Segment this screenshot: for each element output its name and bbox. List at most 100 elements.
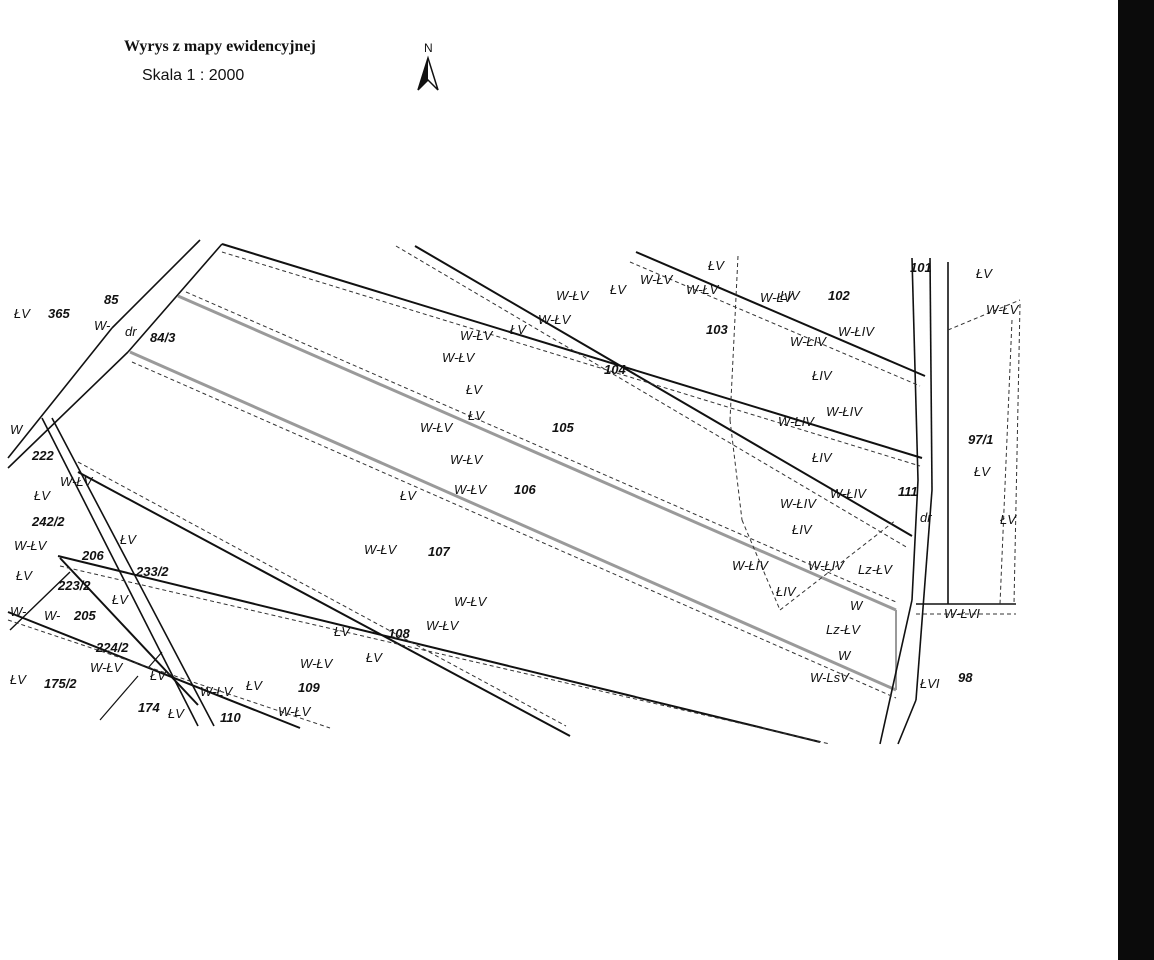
parcel-boundary — [57, 555, 821, 743]
landuse-class-label: ŁV — [150, 668, 167, 683]
landuse-class-label: W-ŁV — [278, 704, 312, 719]
parcel-number-label: 223/2 — [57, 578, 91, 593]
dashed-boundary — [7, 619, 331, 729]
road-edge — [911, 257, 919, 481]
landuse-class-label: ŁV — [14, 306, 31, 321]
landuse-class-label: W-ŁV — [760, 290, 794, 305]
landuse-class-label: ŁIV — [812, 450, 833, 465]
map-scale: Skala 1 : 2000 — [142, 67, 245, 84]
landuse-class-label: ŁV — [400, 488, 417, 503]
dashed-boundary — [741, 519, 781, 611]
parcel-number-label: 175/2 — [44, 676, 77, 691]
landuse-class-label: W-ŁV — [14, 538, 48, 553]
road-edge — [51, 417, 215, 727]
landuse-class-label: W-ŁV — [300, 656, 334, 671]
parcel-number-label: 365 — [48, 306, 70, 321]
landuse-class-label: W-ŁV — [364, 542, 398, 557]
landuse-class-label: ŁV — [246, 678, 263, 693]
landuse-class-label: ŁIV — [812, 368, 833, 383]
map-dashed-lines — [7, 245, 1021, 745]
landuse-class-label: W-ŁV — [538, 312, 572, 327]
landuse-class-label: W-ŁV — [420, 420, 454, 435]
landuse-class-label: W- — [94, 318, 111, 333]
landuse-class-label: ŁVI — [920, 676, 940, 691]
road-edge — [111, 239, 201, 329]
scan-edge — [1118, 0, 1154, 960]
landuse-class-label: ŁV — [112, 592, 129, 607]
landuse-class-label: ŁIV — [792, 522, 813, 537]
landuse-class-label: ŁV — [366, 650, 383, 665]
dashed-boundary — [221, 251, 921, 467]
landuse-labels: ŁVW-drWŁVW-ŁVŁVW-ŁVŁVŁVW-ŁVŁVW-W-ŁVŁVW-Ł… — [10, 258, 1020, 721]
landuse-class-label: ŁV — [10, 672, 27, 687]
landuse-class-label: W-ŁIV — [826, 404, 863, 419]
parcel-number-label: 206 — [81, 548, 104, 563]
landuse-class-label: W-ŁIV — [808, 558, 845, 573]
landuse-class-label: ŁV — [466, 382, 483, 397]
parcel-number-label: 106 — [514, 482, 536, 497]
dashed-boundary — [729, 255, 739, 421]
landuse-class-label: ŁV — [610, 282, 627, 297]
landuse-class-label: ŁIV — [780, 288, 801, 303]
landuse-class-label: W-ŁV — [450, 452, 484, 467]
parcel-number-label: 242/2 — [31, 514, 65, 529]
landuse-class-label: ŁV — [976, 266, 993, 281]
landuse-class-label: W-ŁV — [454, 594, 488, 609]
road-edge — [41, 417, 199, 727]
parcel-number-label: 233/2 — [135, 564, 169, 579]
landuse-class-label: W- — [44, 608, 61, 623]
parcel-boundary — [635, 251, 926, 377]
road-edge — [911, 479, 919, 601]
landuse-class-label: ŁV — [16, 568, 33, 583]
road-edge — [127, 243, 223, 353]
parcel-number-label: 111 — [898, 484, 918, 499]
dashed-boundary — [395, 245, 909, 549]
landuse-class-label: W-ŁV — [986, 302, 1020, 317]
landuse-class-label: W-ŁV — [60, 474, 94, 489]
landuse-class-label: ŁV — [334, 624, 351, 639]
landuse-class-label: W-ŁVI — [944, 606, 980, 621]
parcel-number-label: 105 — [552, 420, 574, 435]
parcel-boundary — [147, 651, 163, 669]
landuse-class-label: Lz-ŁV — [858, 562, 893, 577]
landuse-class-label: W-ŁIV — [732, 558, 769, 573]
landuse-class-label: dr — [125, 324, 137, 339]
landuse-class-label: ŁV — [468, 408, 485, 423]
landuse-class-label: W — [10, 422, 24, 437]
parcel-number-label: 205 — [73, 608, 96, 623]
parcel-number-label: 84/3 — [150, 330, 176, 345]
landuse-class-label: ŁV — [34, 488, 51, 503]
north-arrow-icon — [417, 55, 439, 91]
landuse-class-label: W-ŁV — [686, 282, 720, 297]
map-linework — [7, 239, 1016, 745]
landuse-class-label: W-ŁIV — [790, 334, 827, 349]
parcel-labels: 3658584/3222242/2206223/2233/2205224/217… — [31, 260, 993, 725]
dashed-boundary — [131, 361, 897, 699]
parcel-number-label: 110 — [220, 710, 241, 725]
road-edge — [7, 351, 129, 469]
dashed-boundary — [185, 291, 897, 603]
road-edge — [929, 257, 933, 491]
parcel-number-label: 174 — [138, 700, 160, 715]
road-edge — [879, 599, 913, 745]
parcel-boundary — [9, 571, 71, 631]
parcel-number-label: 224/2 — [95, 640, 129, 655]
parcel-number-label: 222 — [31, 448, 54, 463]
dashed-boundary — [59, 565, 831, 745]
landuse-class-label: W-ŁIV — [778, 414, 815, 429]
parcel-boundary — [414, 245, 913, 537]
landuse-class-label: W-ŁV — [442, 350, 476, 365]
road-edge — [897, 699, 917, 745]
parcel-number-label: 109 — [298, 680, 320, 695]
landuse-class-label: W-ŁV — [90, 660, 124, 675]
parcel-boundary — [221, 243, 923, 459]
map-title: Wyrys z mapy ewidencyjnej — [124, 38, 316, 55]
landuse-class-label: W-ŁV — [426, 618, 460, 633]
road-edge — [7, 327, 113, 459]
landuse-class-label: W- — [10, 604, 27, 619]
landuse-class-label: ŁV — [120, 532, 137, 547]
parcel-number-label: 104 — [604, 362, 626, 377]
landuse-class-label: ŁV — [168, 706, 185, 721]
